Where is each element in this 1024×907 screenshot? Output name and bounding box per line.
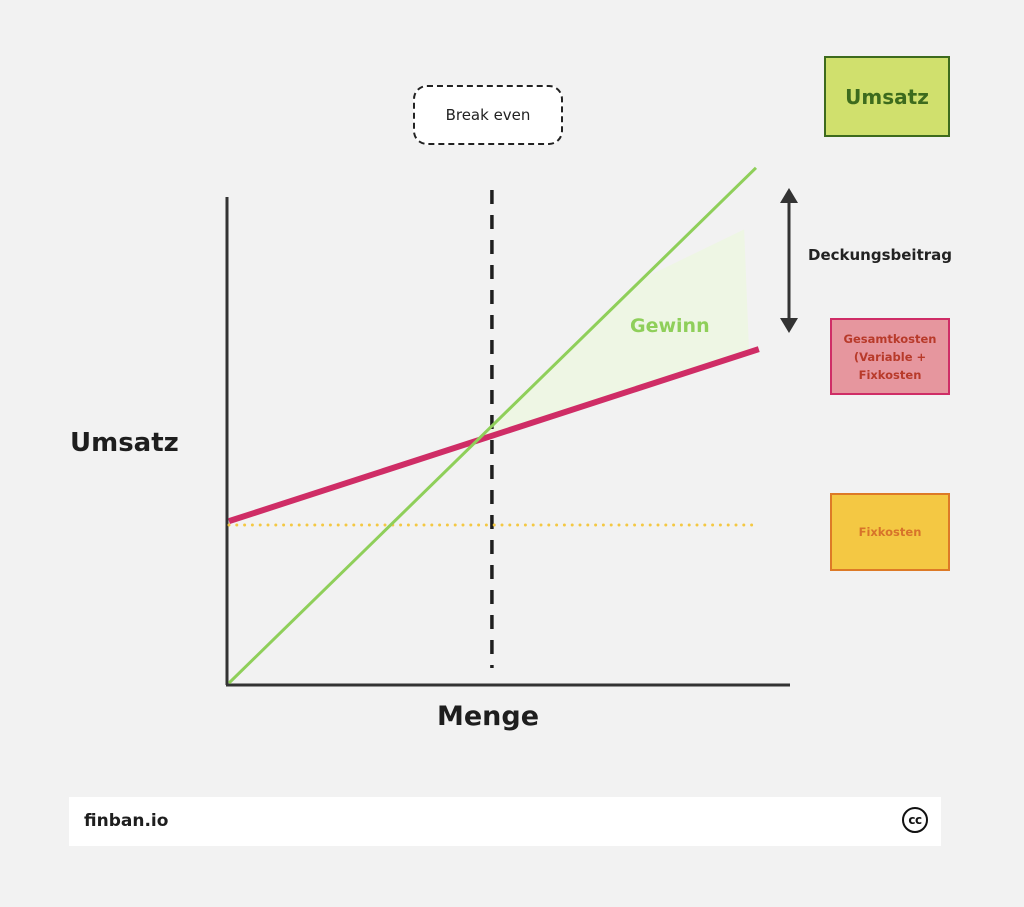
legend-gesamtkosten: Gesamtkosten (Variable + Fixkosten	[830, 318, 950, 395]
break-even-label: Break even	[413, 85, 563, 145]
legend-umsatz: Umsatz	[824, 56, 950, 137]
y-axis-label: Umsatz	[70, 428, 179, 458]
gewinn-label: Gewinn	[630, 315, 710, 337]
gesamtkosten-line	[228, 346, 760, 525]
deckungsbeitrag-arrow	[780, 188, 798, 333]
brand-link[interactable]: finban.io	[84, 811, 169, 831]
cc-icon[interactable]: cc	[902, 807, 928, 833]
deckungsbeitrag-label: Deckungsbeitrag	[808, 246, 952, 264]
footer-bar: finban.io cc	[69, 797, 941, 846]
arrow-down-icon	[780, 318, 798, 333]
x-axis-label: Menge	[437, 701, 540, 732]
umsatz-line	[227, 166, 758, 685]
profit-area	[476, 229, 750, 441]
legend-fixkosten: Fixkosten	[830, 493, 950, 571]
arrow-up-icon	[780, 188, 798, 203]
